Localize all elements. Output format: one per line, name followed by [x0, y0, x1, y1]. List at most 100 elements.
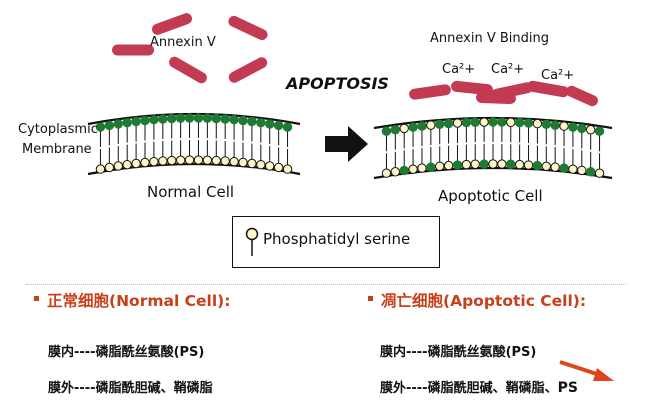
pc-head-outer	[131, 116, 141, 127]
pc-head-outer	[488, 117, 498, 127]
phosphatidyl-serine-icon	[245, 227, 259, 256]
bound-annexin-v	[476, 91, 516, 105]
ps-head-inner	[238, 157, 248, 168]
normal-cell-heading: 正常细胞(Normal Cell):	[34, 289, 230, 311]
ps-head-inner	[149, 156, 159, 167]
ps-head-inner	[265, 161, 275, 171]
ps-head-inner	[488, 159, 498, 169]
pc-head-outer	[247, 116, 257, 127]
pc-head-outer	[211, 113, 221, 124]
cytoplasmic-label: Cytoplasmic	[18, 122, 98, 137]
pc-head-outer	[461, 117, 472, 128]
pc-head-outer	[435, 119, 445, 130]
normal-cell-membrane	[87, 112, 301, 176]
ps-head-inner	[193, 155, 204, 165]
legend-box: Phosphatidyl serine	[232, 216, 440, 268]
pc-head-outer	[577, 123, 587, 134]
pc-head-outer	[113, 119, 123, 129]
ps-head-inner	[211, 155, 221, 166]
pc-head-outer	[497, 117, 507, 127]
pc-head-outer	[193, 113, 204, 123]
apoptotic-cell-label: Apoptotic Cell	[438, 187, 543, 205]
ps-head-inner	[247, 158, 257, 169]
ps-head-inner	[104, 162, 115, 173]
pc-head-outer	[568, 122, 578, 132]
membrane-outer-line	[87, 112, 301, 126]
bullet-icon	[34, 296, 39, 301]
pc-head-outer	[238, 115, 248, 126]
ps-head-inner	[594, 168, 605, 178]
pc-head-inner	[452, 160, 463, 170]
pc-head-inner	[559, 163, 569, 173]
ps-head-inner	[577, 165, 587, 176]
bullet-icon	[368, 296, 373, 301]
annexin-v-protein	[169, 56, 207, 84]
ps-head-outer	[532, 118, 543, 129]
divider-dotted	[26, 284, 626, 285]
ps-head-inner	[541, 161, 551, 172]
pc-head-outer	[184, 113, 195, 123]
pc-head-outer	[408, 122, 418, 132]
pc-head-outer	[550, 120, 560, 130]
ps-head-outer	[506, 117, 516, 127]
ps-head-outer	[452, 118, 463, 128]
ps-head-inner	[390, 167, 401, 177]
pc-head-outer	[229, 114, 239, 125]
pc-head-outer	[104, 120, 115, 131]
pc-head-outer	[381, 126, 392, 136]
ps-head-inner	[113, 161, 123, 171]
membrane-inner-line	[87, 162, 301, 176]
bound-annexin-v	[409, 84, 451, 100]
ps-head-inner	[140, 157, 150, 168]
annexin-v-protein	[112, 44, 154, 56]
ps-head-inner	[435, 161, 445, 172]
calcium-label-1: Ca²+	[442, 62, 475, 77]
pc-head-outer	[470, 117, 480, 127]
normal-outer-text: 膜外----磷脂酰胆碱、鞘磷脂	[48, 381, 213, 396]
ps-head-inner	[443, 160, 454, 171]
ps-head-inner	[461, 159, 472, 170]
ps-head-outer	[585, 125, 596, 135]
ps-head-inner	[95, 164, 106, 174]
pc-head-outer	[140, 115, 150, 126]
ps-head-inner	[167, 155, 177, 166]
pc-head-outer	[523, 118, 534, 128]
ps-head-inner	[408, 164, 418, 174]
free-annexin-v-proteins	[112, 13, 268, 84]
pc-head-outer	[95, 122, 106, 132]
apoptotic-inner-text: 膜内----磷脂酰丝氨酸(PS)	[380, 345, 537, 360]
pc-head-outer	[273, 120, 284, 131]
apoptotic-outer-ps: PS	[557, 380, 578, 396]
ps-head-inner	[497, 159, 507, 169]
ps-head-inner	[282, 164, 293, 174]
membrane-label: Membrane	[22, 142, 92, 157]
normal-cell-label: Normal Cell	[147, 183, 234, 201]
ps-head-outer	[559, 121, 569, 131]
ps-head-inner	[568, 164, 578, 174]
ps-head-outer	[426, 120, 436, 130]
pc-head-outer	[541, 119, 551, 130]
ps-pointer-arrowhead	[593, 368, 614, 381]
pc-head-outer	[265, 119, 275, 129]
pc-head-outer	[282, 122, 293, 132]
apoptosis-label: APOPTOSIS	[284, 74, 389, 93]
pc-head-inner	[585, 167, 596, 177]
annexin-v-protein	[228, 15, 268, 41]
ps-head-inner	[381, 168, 392, 178]
pc-head-inner	[426, 162, 436, 172]
pc-head-outer	[149, 114, 159, 125]
pc-head-outer	[514, 117, 525, 128]
ps-head-inner	[523, 160, 534, 170]
ps-head-inner	[417, 163, 427, 173]
ps-head-inner	[122, 159, 132, 170]
normal-inner-text: 膜内----磷脂酰丝氨酸(PS)	[48, 345, 205, 360]
pc-head-outer	[594, 126, 605, 136]
annexin-v-protein	[151, 13, 193, 35]
ps-head-inner	[514, 159, 525, 170]
calcium-label-2: Ca²+	[491, 62, 524, 77]
bound-annexin-v	[451, 80, 493, 96]
annexin-v-binding-label: Annexin V Binding	[430, 31, 549, 46]
pc-head-inner	[479, 159, 489, 169]
pc-head-outer	[220, 114, 230, 124]
